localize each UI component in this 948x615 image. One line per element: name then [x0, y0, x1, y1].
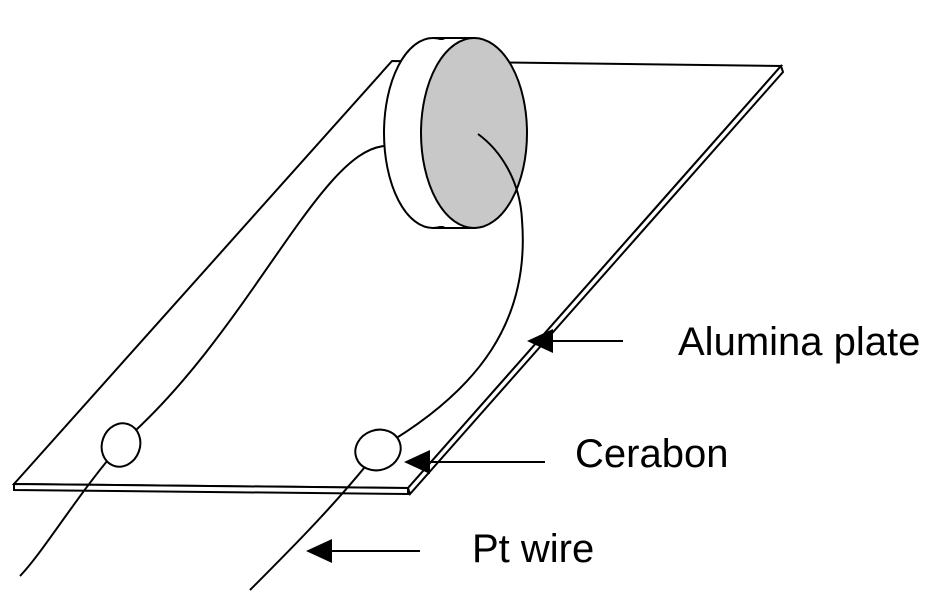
alumina-plate-front-edge: [13, 482, 409, 496]
alumina-plate-side-edge: [406, 64, 785, 496]
arrow-alumina-plate: [527, 329, 623, 353]
label-cerabon: Cerabon: [575, 432, 729, 476]
cerabon-blob-left: [100, 422, 142, 468]
label-pt-wire: Pt wire: [472, 527, 595, 571]
cerabon-blob-right: [354, 428, 402, 472]
disc-front-face: [420, 37, 528, 229]
pt-wire-right: [249, 133, 524, 591]
arrow-cerabon: [404, 450, 545, 474]
arrow-pt-wire: [306, 539, 420, 563]
label-alumina-plate: Alumina plate: [678, 320, 921, 364]
pt-wire-left: [19, 145, 386, 577]
